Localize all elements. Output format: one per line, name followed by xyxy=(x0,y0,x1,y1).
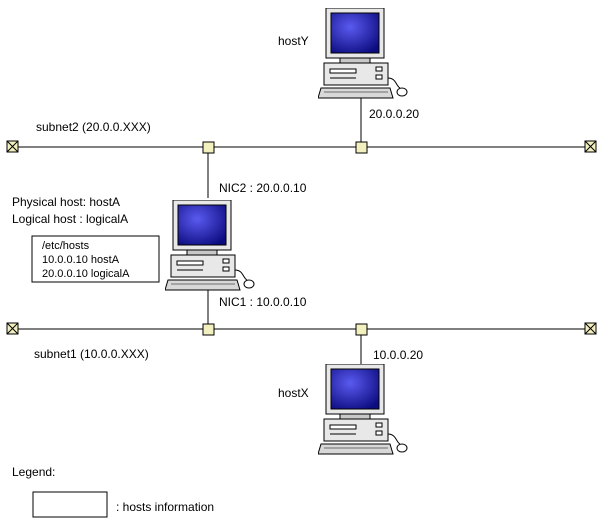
hostX-ip: 10.0.0.20 xyxy=(373,348,423,362)
hostY-ip: 20.0.0.20 xyxy=(369,107,419,121)
legend-title: Legend: xyxy=(12,465,55,479)
terminator-icon xyxy=(584,322,597,335)
hostA-computer-icon xyxy=(165,200,255,291)
legend-swatch xyxy=(32,491,108,518)
hosts-file-line: 20.0.0.10 logicalA xyxy=(42,268,130,280)
hostA-nic1: NIC1 : 10.0.0.10 xyxy=(219,295,307,309)
connection-node xyxy=(202,323,215,336)
connection-node xyxy=(355,141,368,154)
subnet2-label: subnet2 (20.0.0.XXX) xyxy=(36,120,151,134)
terminator-icon xyxy=(6,322,19,335)
terminator-icon xyxy=(584,140,597,153)
connection-node xyxy=(355,323,368,336)
physical-host-label: Physical host: hostA xyxy=(12,195,120,209)
hostX-computer-icon xyxy=(318,364,408,455)
terminator-icon xyxy=(6,140,19,153)
connection-node xyxy=(202,141,215,154)
subnet1-label: subnet1 (10.0.0.XXX) xyxy=(34,347,149,361)
logical-host-label: Logical host : logicalA xyxy=(12,212,128,226)
hostX-name: hostX xyxy=(278,386,309,400)
hosts-file-box xyxy=(31,235,160,283)
hostA-nic2: NIC2 : 20.0.0.10 xyxy=(219,181,307,195)
hosts-file-line: /etc/hosts xyxy=(42,240,90,252)
hostY-name: hostY xyxy=(278,34,309,48)
hostY-computer-icon xyxy=(318,8,408,99)
hosts-file-line: 10.0.0.10 hostA xyxy=(42,254,120,266)
legend-hosts-info: : hosts information xyxy=(116,500,214,514)
